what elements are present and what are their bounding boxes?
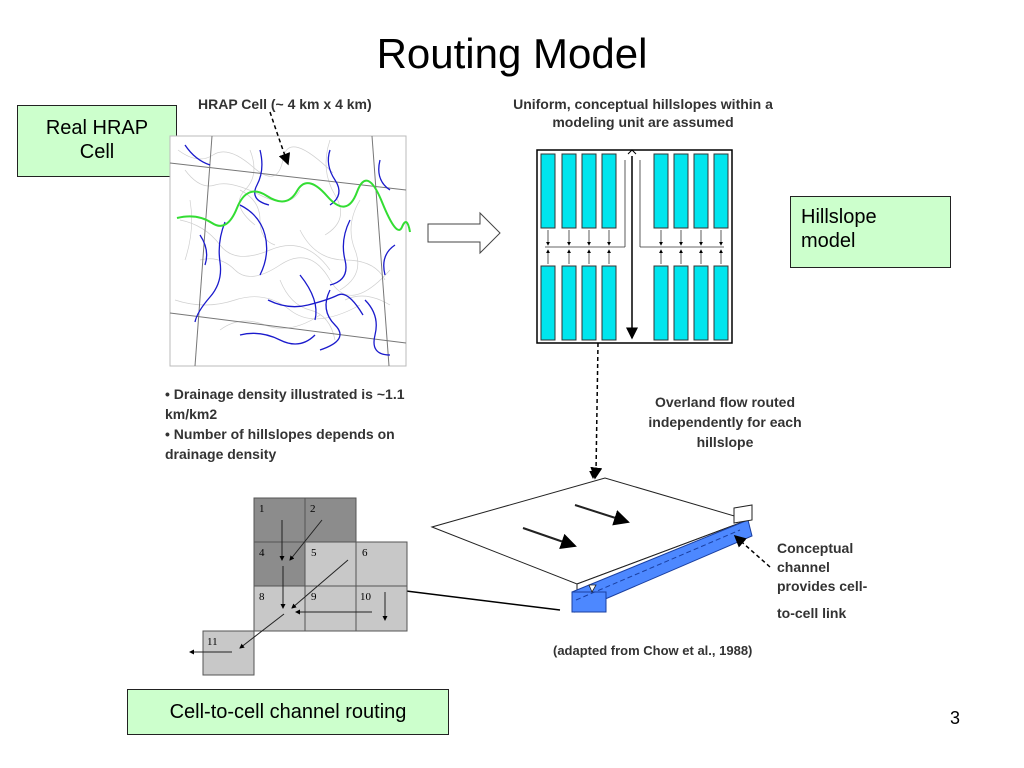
bullet-line: • Drainage density illustrated is ~1.1 (165, 386, 405, 402)
hrap-cell-map (169, 111, 411, 367)
bullet-item: • Number of hillslopes depends on draina… (165, 424, 445, 464)
bullet-list: • Drainage density illustrated is ~1.1 k… (165, 384, 445, 464)
page-number: 3 (950, 708, 961, 728)
caption-line: hillslope (696, 434, 754, 450)
callout-line: Cell (79, 141, 115, 163)
bullet-line: km/km2 (165, 406, 218, 422)
cell-label: 5 (311, 547, 317, 559)
bullet-line: drainage density (165, 446, 277, 462)
bullet-line: • Number of hillslopes depends on (165, 426, 395, 442)
hrap-cell-caption: HRAP Cell (~ 4 km x 4 km) (198, 96, 372, 112)
callout-line: Hillslope (801, 206, 877, 228)
caption-line: independently for each (648, 414, 802, 430)
real-hrap-cell-callout: Real HRAP Cell (17, 105, 177, 177)
cell-grid-diagram: 1 2 4 5 6 8 9 10 11 (189, 497, 408, 676)
cell-label: 9 (311, 591, 317, 603)
caption-line: Conceptual (777, 540, 854, 556)
caption-line: modeling unit are assumed (552, 114, 734, 130)
cell-to-cell-callout: Cell-to-cell channel routing (127, 689, 449, 735)
callout-line: Real HRAP (45, 117, 149, 139)
callout-text: Cell-to-cell channel routing (169, 701, 407, 723)
overland-plane-diagram (388, 477, 771, 613)
cell-label: 8 (259, 591, 265, 603)
caption-line: channel (777, 559, 830, 575)
caption-line: to-cell link (777, 605, 847, 621)
hillslope-model-callout: Hillslope model (790, 196, 951, 268)
bullet-item: • Drainage density illustrated is ~1.1 k… (165, 384, 445, 424)
slide-title: Routing Model (376, 30, 648, 77)
adapted-caption: (adapted from Chow et al., 1988) (553, 643, 753, 658)
cell-label: 6 (362, 547, 368, 559)
conceptual-channel-caption: Conceptual channel provides cell- to-cel… (777, 539, 867, 623)
transform-arrow (427, 211, 501, 255)
cell-label: 2 (310, 503, 316, 515)
uniform-hillslopes-caption: Uniform, conceptual hillslopes within a … (488, 95, 798, 131)
overland-flow-caption: Overland flow routed independently for e… (630, 392, 820, 452)
caption-line: provides cell- (777, 578, 868, 594)
cell-label: 10 (360, 591, 372, 603)
caption-line: Overland flow routed (654, 394, 795, 410)
callout-line: model (801, 230, 856, 252)
caption-line: Uniform, conceptual hillslopes within a (513, 96, 773, 112)
cell-label: 11 (207, 636, 218, 648)
cell-label: 1 (259, 503, 265, 515)
cell-label: 4 (259, 547, 265, 559)
